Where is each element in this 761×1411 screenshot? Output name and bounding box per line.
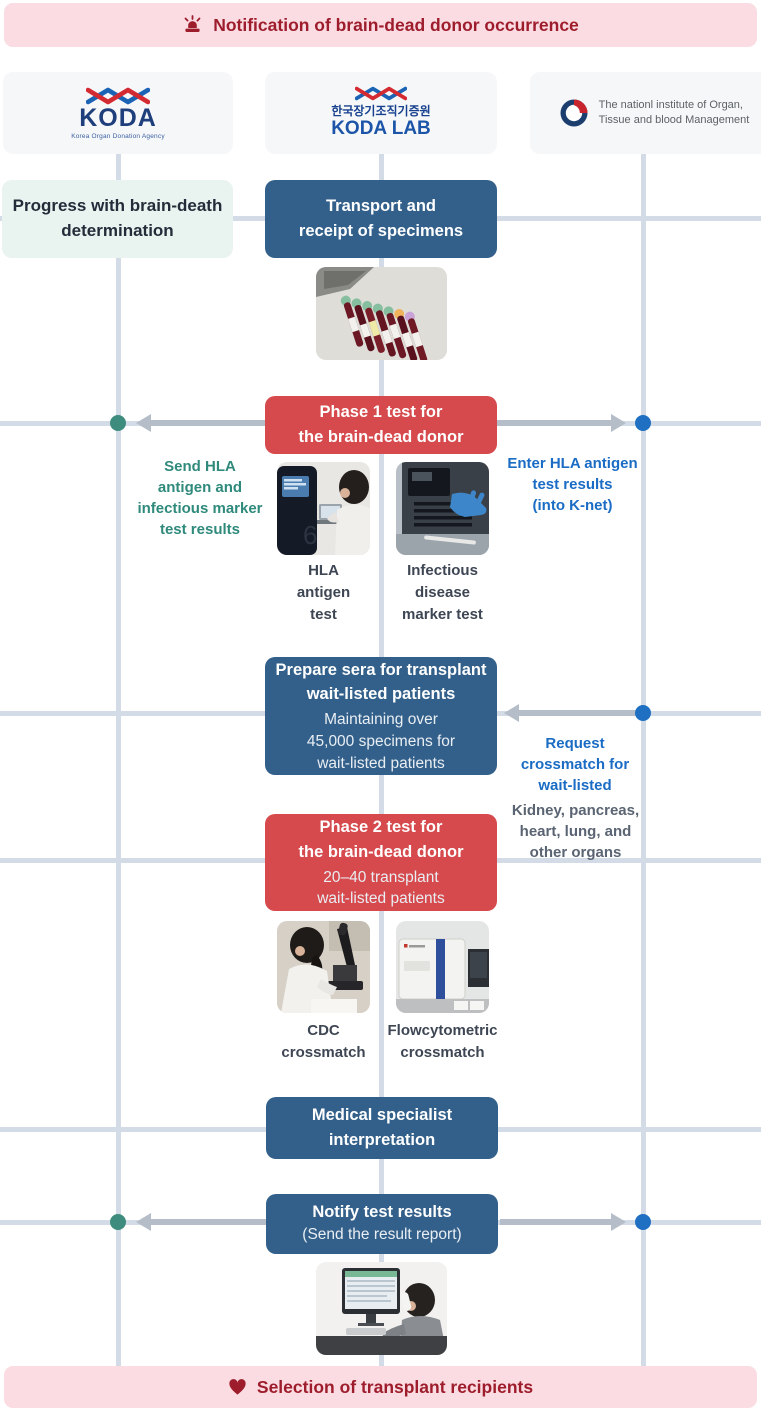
node-phase2-test: Phase 2 test for the brain-dead donor 20… (265, 814, 497, 911)
node-notify-subtitle: (Send the result report) (302, 1225, 462, 1243)
node-phase1-test: Phase 1 test for the brain-dead donor (265, 396, 497, 454)
notify-right-arrow-shaft (500, 1219, 612, 1225)
node-progress-title: Progress with brain-death determination (12, 196, 223, 240)
notify-koda-dot (110, 1214, 126, 1230)
notify-nibmt-dot (635, 1214, 651, 1230)
siren-icon (182, 15, 203, 35)
org-card-koda: KODA Korea Organ Donation Agency (3, 72, 233, 154)
phase1-nibmt-dot (635, 415, 651, 431)
top-banner-label: Notification of brain-dead donor occurre… (213, 14, 579, 35)
infectious-marker-test-photo (396, 462, 489, 555)
org-card-koda-lab: 한국장기조직기증원 KODA LAB (265, 72, 497, 154)
annotation-organ-list: Kidney, pancreas, heart, lung, and other… (511, 802, 640, 861)
cdc-crossmatch-photo (277, 921, 370, 1013)
node-phase2-title: Phase 2 test for the brain-dead donor (298, 818, 464, 861)
koda-column-line (116, 154, 121, 1366)
caption-cdc-crossmatch: CDC crossmatch (281, 1022, 366, 1061)
phase1-right-arrowhead (611, 414, 626, 432)
node-prepare-sera: Prepare sera for transplant wait-listed … (265, 657, 497, 775)
nibmt-column-line (641, 154, 646, 1366)
node-prepare-subtitle: Maintaining over 45,000 specimens for wa… (306, 711, 456, 772)
report-phone-call-photo (316, 1262, 447, 1355)
bottom-banner: Selection of transplant recipients (4, 1366, 757, 1408)
node-interpretation: Medical specialist interpretation (266, 1097, 498, 1159)
phase1-left-arrow-shaft (150, 420, 265, 426)
annotation-request-crossmatch: Request crossmatch for wait-listed (520, 735, 630, 794)
koda-ribbon-logo (86, 86, 150, 106)
node-phase1-title: Phase 1 test for the brain-dead donor (298, 403, 464, 446)
hla-antigen-test-photo: 6 (277, 462, 370, 555)
notify-left-arrow-shaft (150, 1219, 266, 1225)
node-transport-title: Transport and receipt of specimens (298, 197, 464, 240)
node-interpretation-title: Medical specialist interpretation (311, 1106, 453, 1149)
node-transport-specimens: Transport and receipt of specimens (265, 180, 497, 258)
heart-icon (228, 1378, 247, 1396)
caption-hla-test: HLA antigen test (296, 562, 351, 623)
phase1-left-arrowhead (136, 414, 151, 432)
caption-flowcytometric-crossmatch: Flowcytometric crossmatch (387, 1022, 498, 1061)
node-notify-results: Notify test results (Send the result rep… (266, 1194, 498, 1254)
top-banner: Notification of brain-dead donor occurre… (4, 3, 757, 47)
koda-logo-subtitle: Korea Organ Donation Agency (71, 133, 165, 140)
notify-left-arrowhead (136, 1213, 151, 1231)
caption-infectious-test: Infectious disease marker test (402, 562, 483, 623)
nibmt-taegeuk-logo (558, 97, 590, 129)
prepare-arrow-shaft (518, 710, 641, 716)
bottom-banner-label: Selection of transplant recipients (256, 1376, 534, 1397)
org-card-nibmt: The nationl institute of Organ, Tissue a… (530, 72, 761, 154)
prepare-nibmt-dot (635, 705, 651, 721)
koda-lab-name: KODA LAB (331, 118, 431, 140)
specimen-tubes-photo (316, 267, 447, 360)
node-progress-brain-death: Progress with brain-death determination (2, 180, 233, 258)
node-notify-title: Notify test results (312, 1203, 452, 1222)
node-phase2-subtitle: 20–40 transplant wait-listed patients (317, 868, 445, 908)
koda-lab-korean-name: 한국장기조직기증원 (331, 103, 431, 118)
flow-cytometer-photo (396, 921, 489, 1013)
koda-logo-name: KODA (79, 104, 157, 132)
annotation-enter-hla-results: Enter HLA antigen test results (into K-n… (507, 455, 638, 514)
koda-lab-ribbon-logo (355, 85, 407, 102)
node-prepare-title: Prepare sera for transplant wait-listed … (275, 660, 487, 704)
phase1-koda-dot (110, 415, 126, 431)
svg-text:6: 6 (303, 520, 317, 550)
phase1-right-arrow-shaft (497, 420, 612, 426)
annotation-send-hla-results: Send HLA antigen and infectious marker t… (137, 458, 263, 538)
prepare-arrowhead (504, 704, 519, 722)
nibmt-name: The nationl institute of Organ, Tissue a… (598, 99, 750, 126)
notify-right-arrowhead (611, 1213, 626, 1231)
